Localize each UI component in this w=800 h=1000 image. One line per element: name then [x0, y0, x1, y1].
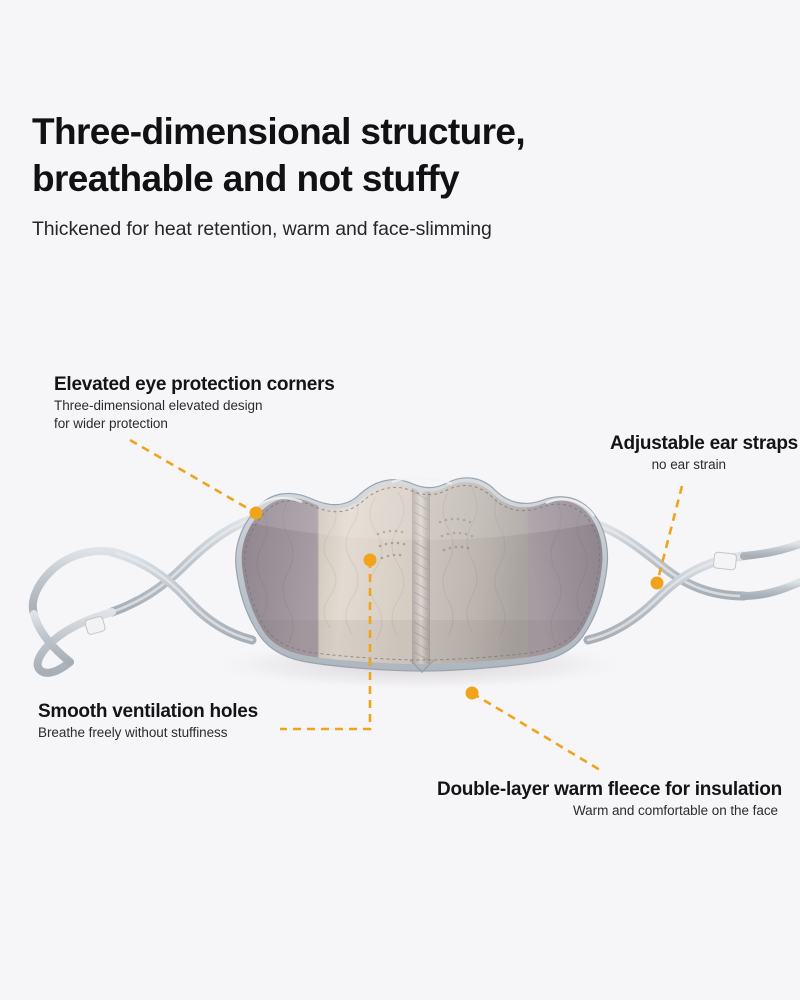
callout-adjustable-ear-straps: Adjustable ear straps no ear strain — [455, 432, 800, 474]
center-seam-stitches — [413, 482, 429, 661]
callout-title: Adjustable ear straps — [610, 433, 798, 454]
callout-title: Elevated eye protection corners — [54, 374, 335, 395]
page-title-line-1: Three-dimensional structure, — [32, 111, 526, 152]
panel-center-right — [428, 482, 528, 664]
callout-subtitle-line-1: Breathe freely without stuffiness — [38, 725, 228, 740]
callout-subtitle-line-1: Three-dimensional elevated design — [54, 398, 263, 413]
ventilation-holes — [376, 517, 474, 560]
chin-notch — [409, 659, 435, 673]
mask-body — [235, 477, 609, 673]
callout-subtitle-line-1: Warm and comfortable on the face — [572, 803, 778, 818]
left-strap-tail-b — [28, 547, 116, 618]
callout-smooth-ventilation-holes: Smooth ventilation holes Breathe freely … — [38, 700, 258, 742]
nose-bridge-highlight — [391, 477, 453, 486]
callout-title: Smooth ventilation holes — [38, 701, 258, 722]
callout-elevated-eye-protection-corners: Elevated eye protection corners Three-di… — [54, 373, 335, 432]
left-strap-tail-a — [33, 608, 116, 677]
callout-title: Double-layer warm fleece for insulation — [436, 779, 782, 800]
callout-double-layer-warm-fleece: Double-layer warm fleece for insulation … — [400, 778, 782, 820]
page-subtitle: Thickened for heat retention, warm and f… — [32, 218, 492, 240]
right-strap-tail-2 — [740, 540, 800, 560]
corner-right-highlight — [545, 498, 595, 517]
right-strap-buckle — [713, 551, 737, 571]
callout-subtitle-line-1: no ear strain — [651, 457, 726, 472]
right-strap-tail — [740, 578, 800, 600]
left-strap-buckle — [84, 616, 106, 635]
callout-subtitle-line-2: for wider protection — [54, 415, 168, 431]
strap-adjusters — [84, 551, 737, 635]
left-strap-tail-c — [30, 610, 74, 666]
page-header: Three-dimensional structure, breathable … — [32, 108, 732, 242]
page-title-line-2: breathable and not stuffy — [32, 158, 460, 199]
